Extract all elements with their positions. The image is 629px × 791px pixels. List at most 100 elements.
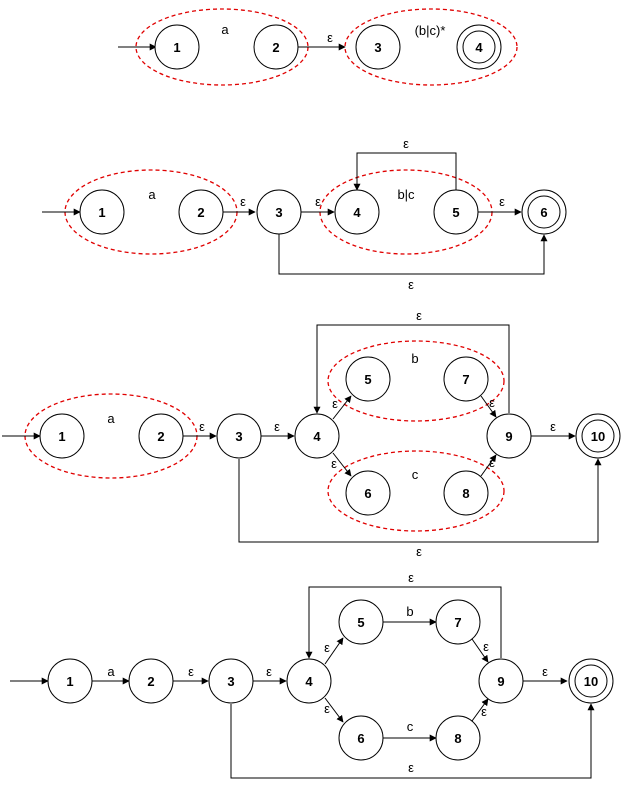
transition-label: ε — [542, 664, 548, 679]
state-label: 9 — [505, 429, 512, 444]
group-ellipse — [327, 340, 505, 422]
transition-label: a — [148, 187, 156, 202]
state-label: 9 — [497, 674, 504, 689]
state-node — [345, 470, 391, 516]
state-node — [216, 413, 262, 459]
group-ellipse — [344, 8, 518, 86]
transition-label: b — [406, 604, 413, 619]
state-label: 5 — [357, 615, 364, 630]
state-label: 3 — [275, 205, 282, 220]
transition-label: ε — [188, 664, 194, 679]
transition-label: ε — [416, 308, 422, 323]
state-node — [338, 599, 384, 645]
state-node — [256, 189, 302, 235]
state-label: 2 — [197, 205, 204, 220]
state-node — [39, 413, 85, 459]
state-label: 1 — [98, 205, 105, 220]
transition-label: ε — [489, 395, 495, 410]
state-label: 1 — [66, 674, 73, 689]
accept-state-inner — [581, 419, 615, 453]
diagram-4: 1 2 3 4 5 7 6 8 9 10 a ε ε ε b ε ε c ε ε… — [10, 570, 614, 779]
diagram-3: 1 2 3 4 5 7 6 8 9 10 a ε ε ε b ε ε c ε ε… — [2, 308, 621, 559]
transition-label: ε — [266, 664, 272, 679]
bypass-arrow — [230, 703, 595, 779]
state-label: 3 — [227, 674, 234, 689]
transition-label: ε — [408, 570, 414, 585]
transition-label: ε — [315, 194, 321, 209]
transition-label: (b|c)* — [415, 23, 446, 38]
state-node — [128, 658, 174, 704]
accept-state-inner — [462, 30, 496, 64]
loop-arrow — [305, 586, 502, 659]
state-node — [478, 658, 524, 704]
state-node — [79, 189, 125, 235]
state-label: 7 — [454, 615, 461, 630]
transition-label: c — [412, 467, 419, 482]
transition-label: ε — [240, 194, 246, 209]
state-node — [154, 24, 200, 70]
state-label: 6 — [357, 731, 364, 746]
transition-arrow — [471, 698, 489, 722]
transition-label: ε — [416, 544, 422, 559]
state-label: 8 — [462, 486, 469, 501]
diagram-2: 1 2 3 4 5 6 a ε ε b|c ε ε ε — [42, 136, 567, 292]
transition-arrow — [332, 452, 352, 477]
transition-arrow — [480, 395, 497, 418]
accept-state-inner — [527, 195, 561, 229]
diagram-1: 1 2 3 4 a ε (b|c)* — [118, 8, 518, 86]
state-label: 1 — [58, 429, 65, 444]
state-label: 4 — [313, 429, 321, 444]
transition-arrow — [332, 395, 352, 420]
state-node — [355, 24, 401, 70]
state-node — [433, 189, 479, 235]
loop-arrow — [313, 324, 510, 414]
state-node — [47, 658, 93, 704]
state-label: 2 — [157, 429, 164, 444]
state-node — [345, 356, 391, 402]
state-node — [486, 413, 532, 459]
state-label: 4 — [475, 40, 483, 55]
state-node — [435, 599, 481, 645]
transition-label: a — [107, 664, 115, 679]
state-label: 3 — [374, 40, 381, 55]
transition-label: ε — [274, 419, 280, 434]
state-label: 3 — [235, 429, 242, 444]
state-node — [294, 413, 340, 459]
transition-arrow — [324, 637, 344, 665]
loop-arrow — [353, 152, 457, 191]
transition-arrow — [324, 697, 344, 723]
bypass-arrow — [238, 458, 602, 543]
state-label: 5 — [452, 205, 459, 220]
state-node — [178, 189, 224, 235]
accept-state-inner — [574, 664, 608, 698]
transition-arrow — [471, 638, 489, 663]
transition-label: a — [107, 411, 115, 426]
state-label: 2 — [147, 674, 154, 689]
state-node — [435, 715, 481, 761]
bypass-arrow — [278, 234, 548, 275]
state-node — [286, 658, 332, 704]
state-label: 4 — [305, 674, 313, 689]
state-node — [338, 715, 384, 761]
state-label: 4 — [353, 205, 361, 220]
transition-label: ε — [483, 639, 489, 654]
state-node — [443, 470, 489, 516]
transition-arrow — [480, 454, 497, 477]
transition-label: ε — [199, 419, 205, 434]
group-ellipse — [327, 450, 505, 532]
state-label: 6 — [540, 205, 547, 220]
state-node — [334, 189, 380, 235]
transition-label: ε — [489, 455, 495, 470]
transition-label: ε — [324, 640, 330, 655]
state-label: 10 — [591, 429, 605, 444]
state-node — [253, 24, 299, 70]
transition-label: ε — [327, 30, 333, 45]
transition-label: b — [411, 351, 418, 366]
transition-label: ε — [481, 704, 487, 719]
state-label: 5 — [364, 372, 371, 387]
transition-label: ε — [408, 277, 414, 292]
transition-label: ε — [332, 396, 338, 411]
state-label: 1 — [173, 40, 180, 55]
transition-label: ε — [403, 136, 409, 151]
